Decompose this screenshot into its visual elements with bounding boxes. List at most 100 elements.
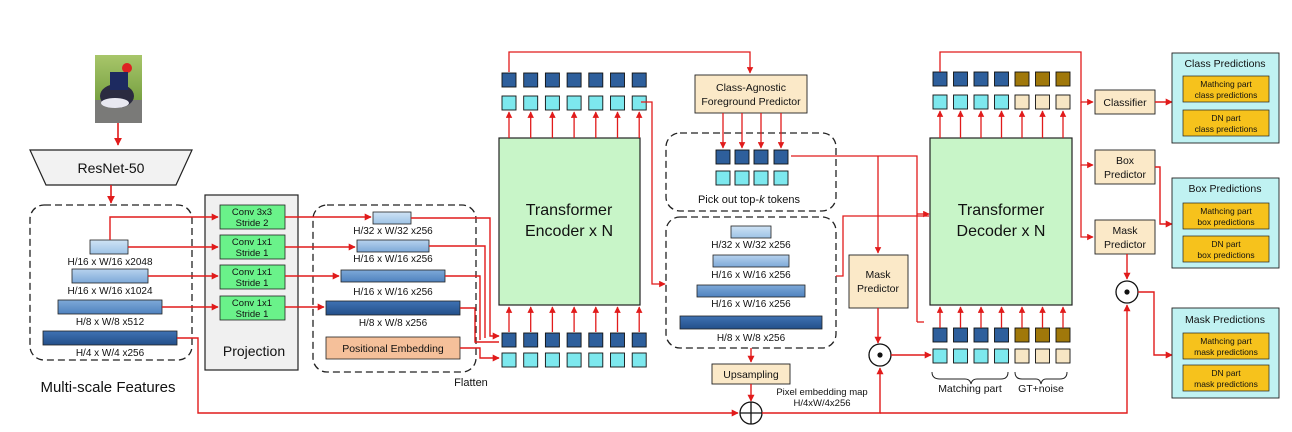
encoder-input-token xyxy=(501,332,517,348)
feature-map-2 xyxy=(71,268,149,284)
mask-predictor-head: Mask Predictor xyxy=(1094,219,1156,255)
svg-text:Mask Predictions: Mask Predictions xyxy=(1185,314,1265,326)
svg-text:Conv 1x1: Conv 1x1 xyxy=(232,298,272,309)
multiscale-features: H/16 x W/16 x2048 H/16 x W/16 x1024 H/8 … xyxy=(42,239,178,359)
svg-text:class predictions: class predictions xyxy=(1195,124,1258,134)
decoder-output-token xyxy=(994,94,1009,110)
svg-text:H/8 x W/8 x256: H/8 x W/8 x256 xyxy=(717,333,786,344)
encoder-input-token xyxy=(610,352,625,368)
encoder-output-token xyxy=(631,72,647,88)
svg-text:Conv 1x1: Conv 1x1 xyxy=(232,237,272,248)
decoder-title-line2: Decoder x N xyxy=(957,223,1046,240)
feature-label-2: H/16 x W/16 x1024 xyxy=(67,286,152,297)
encoder-output-token xyxy=(501,95,517,111)
decoder-output-token xyxy=(1055,71,1071,87)
decoder-input-token xyxy=(1014,348,1030,364)
svg-text:H/16 x W/16 x256: H/16 x W/16 x256 xyxy=(353,254,433,265)
gt-noise-label: GT+noise xyxy=(1018,383,1064,395)
svg-text:H/32 x W/32 x256: H/32 x W/32 x256 xyxy=(353,226,433,237)
input-image xyxy=(95,55,142,123)
svg-text:Stride 1: Stride 1 xyxy=(236,309,269,320)
svg-text:H/16 x W/16 x256: H/16 x W/16 x256 xyxy=(711,299,791,310)
box-predictor-head: Box Predictor xyxy=(1094,149,1156,185)
cafp-box: Class-Agnostic Foreground Predictor xyxy=(694,74,808,114)
svg-text:Positional Embedding: Positional Embedding xyxy=(342,343,444,355)
svg-text:H/16 x W/16 x256: H/16 x W/16 x256 xyxy=(711,270,791,281)
svg-text:H/32 x W/32 x256: H/32 x W/32 x256 xyxy=(711,240,791,251)
decoder-output-token xyxy=(1014,94,1030,110)
svg-text:Classifier: Classifier xyxy=(1103,97,1147,109)
svg-text:DN part: DN part xyxy=(1211,368,1241,378)
decoder-output-token xyxy=(994,71,1009,87)
svg-text:Class Predictions: Class Predictions xyxy=(1184,58,1265,70)
topk-token xyxy=(773,149,789,165)
decoder-output-token xyxy=(953,94,968,110)
matching-brace xyxy=(931,371,1009,385)
add-op-icon xyxy=(739,401,763,425)
encoder-input-token xyxy=(588,332,604,348)
decoder-output-token xyxy=(1055,94,1071,110)
dot-product-icon-right xyxy=(1115,280,1139,304)
topk-label: Pick out top-k tokens xyxy=(698,194,801,206)
svg-text:box predictions: box predictions xyxy=(1197,217,1254,227)
encoder-input-token xyxy=(631,332,647,348)
projection-title: Projection xyxy=(223,343,285,359)
svg-text:Mathcing part: Mathcing part xyxy=(1200,79,1252,89)
svg-text:Predictor: Predictor xyxy=(857,283,900,295)
svg-text:Mask: Mask xyxy=(1112,225,1138,237)
encoder-input-token xyxy=(566,352,582,368)
decoder-output-token xyxy=(1035,94,1050,110)
decoder-output-token xyxy=(932,94,948,110)
topk-token xyxy=(734,149,750,165)
conv-block-4 xyxy=(219,295,286,321)
topk-to-decoder-lines xyxy=(791,155,930,322)
encoder-output-token xyxy=(610,95,625,111)
encoder-output-token xyxy=(501,72,517,88)
decoder-arrows xyxy=(936,110,1067,328)
decoder-output-token xyxy=(1014,71,1030,87)
decoder-input-token xyxy=(1035,348,1050,364)
svg-text:box predictions: box predictions xyxy=(1197,250,1254,260)
encoder-output-token xyxy=(566,95,582,111)
encoder-input-token xyxy=(523,332,539,348)
cafp-arrows xyxy=(719,113,785,149)
resnet-label: ResNet-50 xyxy=(78,160,145,176)
svg-text:H/8 x W/8 x256: H/8 x W/8 x256 xyxy=(359,318,428,329)
dot-product-icon-mid xyxy=(868,343,892,367)
decoder-input-token xyxy=(1035,327,1050,343)
transformer-decoder xyxy=(929,137,1073,306)
encoder-input-token xyxy=(523,352,539,368)
encoder-input-token xyxy=(588,352,604,368)
encoder-output-token xyxy=(544,95,560,111)
projection-blocks: Conv 3x3 Stride 2 Conv 1x1 Stride 1 Conv… xyxy=(219,204,286,321)
svg-text:class predictions: class predictions xyxy=(1195,90,1258,100)
topk-token xyxy=(753,149,769,165)
encoder-output-token xyxy=(631,95,647,111)
mask-predictor-mid: Mask Predictor xyxy=(848,254,909,309)
encoder-output-token xyxy=(588,95,604,111)
svg-text:Stride 2: Stride 2 xyxy=(236,218,269,229)
encoder-output-token xyxy=(588,72,604,88)
decoder-output-token xyxy=(973,94,989,110)
encoder-input-token xyxy=(544,332,560,348)
decoder-input-token xyxy=(932,327,948,343)
pixel-embed-label-1: Pixel embedding map xyxy=(776,387,867,398)
transformer-encoder xyxy=(498,137,641,306)
topk-tokens xyxy=(715,149,789,186)
topk-token xyxy=(734,170,750,186)
encoder-input-token xyxy=(631,352,647,368)
upsampling-box: Upsampling xyxy=(711,363,791,385)
multiscale-group xyxy=(29,204,193,361)
decoder-output-token xyxy=(1035,71,1050,87)
decoder-output-token xyxy=(932,71,948,87)
box-predictions-panel: Box Predictions Mathcing part box predic… xyxy=(1171,177,1280,269)
decoder-input-token xyxy=(994,327,1009,343)
svg-text:mask predictions: mask predictions xyxy=(1194,347,1258,357)
svg-text:Stride 1: Stride 1 xyxy=(236,248,269,259)
svg-text:Mathcing part: Mathcing part xyxy=(1200,206,1252,216)
svg-text:Mathcing part: Mathcing part xyxy=(1200,336,1252,346)
feature-to-projection-arrows xyxy=(109,213,219,311)
projected-maps: H/32 x W/32 x256 H/16 x W/16 x256 H/16 x… xyxy=(325,211,461,329)
svg-text:Conv 3x3: Conv 3x3 xyxy=(232,207,272,218)
feature-map-1 xyxy=(89,239,129,255)
